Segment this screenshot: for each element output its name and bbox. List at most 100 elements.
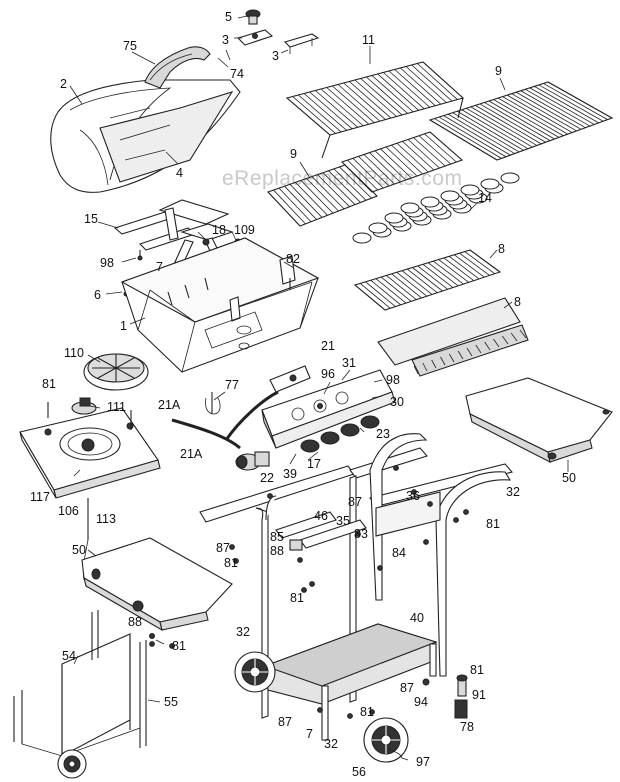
grate-bar xyxy=(386,275,417,300)
grate-bar xyxy=(422,362,428,372)
bolt xyxy=(427,501,433,507)
briquette xyxy=(368,222,388,234)
grate-bar xyxy=(429,131,463,161)
grate-bar xyxy=(448,353,455,363)
bolt xyxy=(169,643,175,649)
watermark-text: eReplacementParts.com xyxy=(222,167,462,190)
cooking-grate-right xyxy=(428,77,614,161)
bolt xyxy=(423,539,429,545)
grate-bar xyxy=(380,276,412,302)
callout-6: 6 xyxy=(94,288,101,302)
grate-bar xyxy=(529,87,595,125)
grate-bar xyxy=(497,97,564,137)
callout-7: 7 xyxy=(306,727,313,741)
grate-bar xyxy=(402,141,435,171)
callout-7: 7 xyxy=(156,260,163,274)
grate-bar xyxy=(344,164,378,197)
bolt xyxy=(267,493,273,499)
callout-2: 2 xyxy=(60,77,67,91)
callout-40: 40 xyxy=(410,611,424,625)
grate-bar xyxy=(394,69,436,107)
briquette xyxy=(400,202,420,214)
callout-50: 50 xyxy=(562,471,576,485)
callout-3: 3 xyxy=(222,33,229,47)
grate-bar xyxy=(470,106,538,146)
grate-bar xyxy=(448,256,480,280)
callout-32: 32 xyxy=(324,737,338,751)
grate-bar xyxy=(493,99,560,138)
grate-bar xyxy=(511,93,577,132)
firebox xyxy=(105,237,320,373)
callout-91: 91 xyxy=(472,688,486,702)
grate-bar xyxy=(457,110,524,151)
callout-31: 31 xyxy=(342,356,356,370)
grate-bar xyxy=(388,70,431,108)
rock-grate xyxy=(353,249,502,311)
grate-bar xyxy=(380,148,412,179)
grate-bar xyxy=(339,166,372,199)
grate-bar xyxy=(438,259,469,283)
callout-78: 78 xyxy=(460,720,474,734)
briquettes xyxy=(352,172,520,244)
grate-bar xyxy=(391,144,423,175)
grate-bar xyxy=(431,359,437,369)
grate-bar xyxy=(300,180,334,214)
callout-81: 81 xyxy=(360,705,374,719)
grate-bar xyxy=(534,86,599,124)
grate-bar xyxy=(347,159,378,191)
grate-bar xyxy=(333,168,367,201)
bolt xyxy=(411,489,417,495)
grate-bar xyxy=(429,119,498,161)
grate-bar xyxy=(292,96,336,134)
callout-11: 11 xyxy=(362,33,375,47)
grate-bar xyxy=(424,133,457,163)
callout-1: 1 xyxy=(120,319,127,333)
grate-bar xyxy=(538,84,604,122)
grate-bar xyxy=(413,365,419,375)
callout-117: 117 xyxy=(30,490,50,504)
grate-bar xyxy=(506,94,573,133)
grate-bar xyxy=(466,347,473,357)
heat-plate xyxy=(377,297,529,377)
grate-bar xyxy=(543,83,608,120)
grate-bar xyxy=(452,112,520,153)
grate-bar xyxy=(374,150,407,181)
callout-35: 35 xyxy=(336,514,350,528)
warming-rack xyxy=(285,46,465,159)
grate-bar xyxy=(502,335,509,345)
callout-54: 54 xyxy=(62,649,76,663)
callout-21: 21 xyxy=(321,339,335,353)
cooking-grate-left xyxy=(267,161,378,227)
grate-bar xyxy=(457,350,464,360)
grate-bar xyxy=(475,105,542,145)
grate-bar xyxy=(315,90,358,128)
grate-bar xyxy=(484,102,551,141)
grate-bar xyxy=(464,251,496,275)
left-cart-frame xyxy=(13,610,165,779)
bolt xyxy=(453,517,459,523)
grate-bar xyxy=(369,152,401,183)
callout-109: 109 xyxy=(234,223,255,237)
grate-bar xyxy=(352,157,384,189)
callout-32: 32 xyxy=(236,625,250,639)
callout-5: 5 xyxy=(225,10,232,24)
grate-bar xyxy=(459,252,490,276)
grate-bar xyxy=(434,118,502,159)
bolt xyxy=(377,565,383,571)
grate-bar xyxy=(516,91,582,130)
grate-bar xyxy=(273,189,306,225)
callout-18: 18 xyxy=(212,223,226,237)
briquette xyxy=(480,178,500,190)
left-side-shelf xyxy=(81,537,233,632)
callout-74: 74 xyxy=(230,67,244,81)
callout-75: 75 xyxy=(123,39,137,53)
side-burner xyxy=(83,353,149,391)
callout-82: 82 xyxy=(286,252,300,266)
callout-50: 50 xyxy=(72,543,86,557)
grate-bar xyxy=(383,72,425,110)
grate-bar xyxy=(311,176,345,210)
grate-bar xyxy=(422,264,454,288)
grate-bar xyxy=(375,278,407,304)
callout-30: 30 xyxy=(390,395,404,409)
callout-87: 87 xyxy=(278,715,292,729)
